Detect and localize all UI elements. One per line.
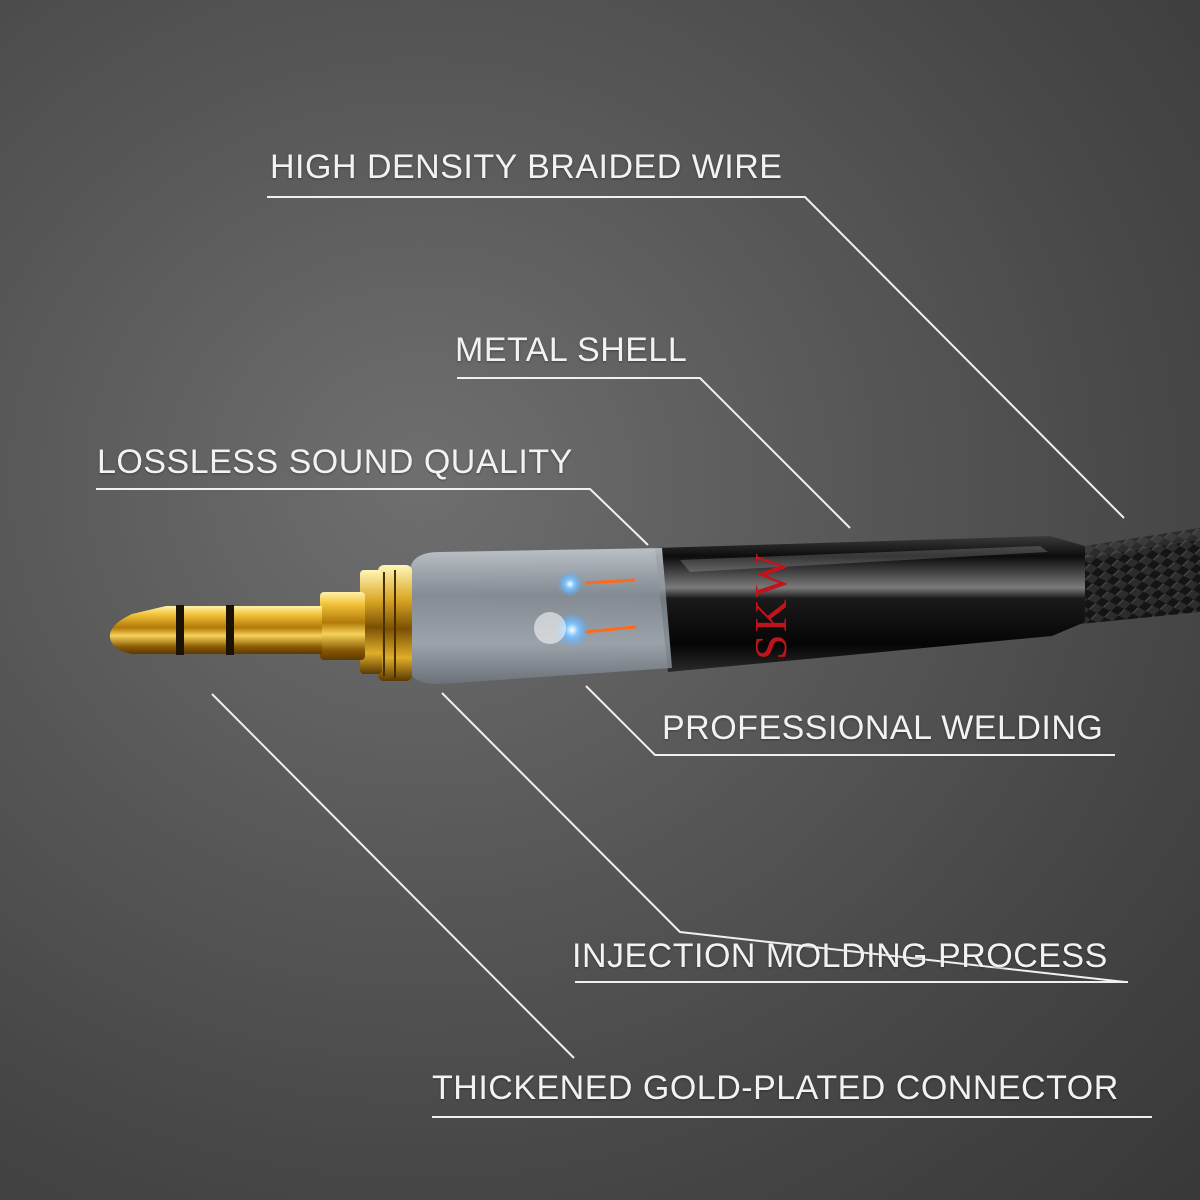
callout-leader-lines <box>96 196 1152 1118</box>
leader-gold-connector <box>211 693 575 1059</box>
callout-gold-connector: THICKENED GOLD-PLATED CONNECTOR <box>432 1069 1119 1107</box>
clear-molded-section <box>410 548 672 684</box>
callout-metal-shell: METAL SHELL <box>455 331 688 369</box>
leader-lossless <box>96 488 649 546</box>
gold-plug <box>109 592 365 660</box>
leader-metal-shell <box>457 377 851 529</box>
braided-cable <box>1072 528 1200 624</box>
leader-braided-wire <box>267 196 1125 519</box>
callout-injection-molding: INJECTION MOLDING PROCESS <box>572 937 1108 975</box>
leader-injection <box>441 692 1126 983</box>
callout-lossless-sound: LOSSLESS SOUND QUALITY <box>97 443 573 481</box>
callout-braided-wire: HIGH DENSITY BRAIDED WIRE <box>270 148 783 186</box>
leader-welding <box>585 685 1115 756</box>
brand-logo: SKW <box>745 552 796 660</box>
gold-collar <box>360 565 412 681</box>
callout-professional-welding: PROFESSIONAL WELDING <box>662 709 1104 747</box>
metal-shell: SKW <box>655 536 1085 672</box>
